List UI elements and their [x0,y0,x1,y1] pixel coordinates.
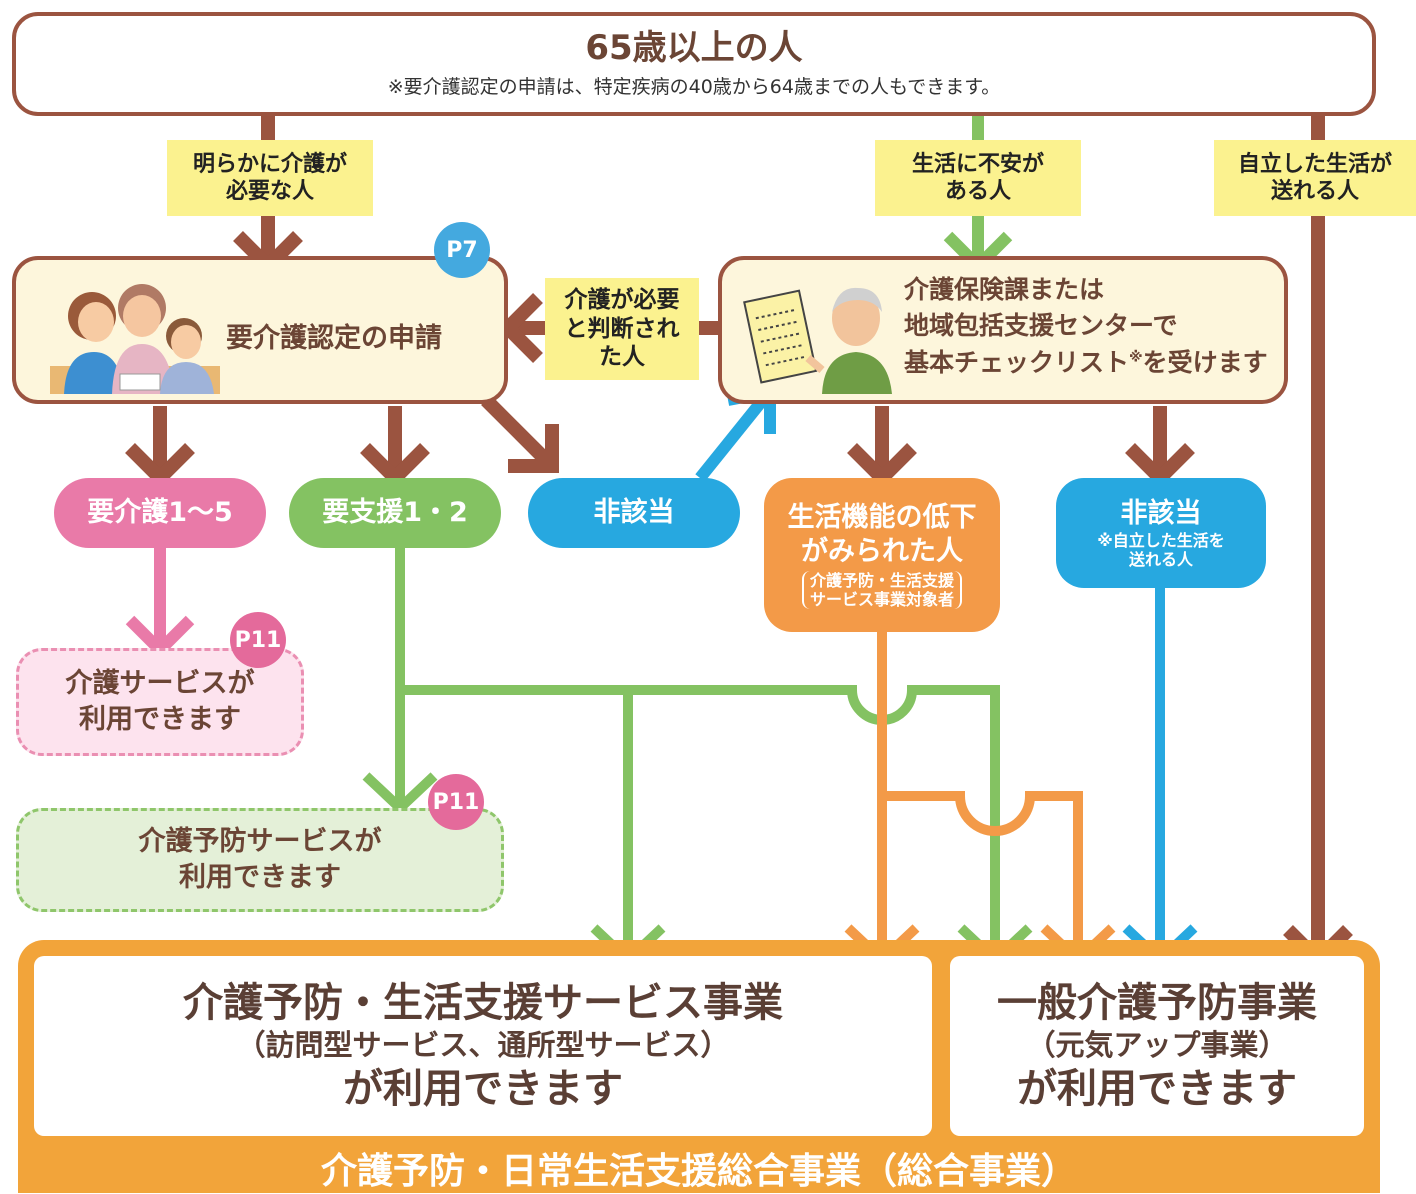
label-anxious-about-life: 生活に不安が ある人 [875,140,1081,216]
prevention-service-box: 介護予防サービスが 利用できます [16,808,504,912]
page-ref-badge-p11-care[interactable]: P11 [230,612,286,668]
target-group-title: 65歳以上の人 [585,27,803,68]
consultation-box: 介護保険課または 地域包括支援センターで 基本チェックリスト※を受けます [718,256,1288,404]
target-group-note: ※要介護認定の申請は、特定疾病の40歳から64歳までの人もできます。 [387,76,1001,99]
consultation-text: 介護保険課または 地域包括支援センターで 基本チェックリスト※を受けます [904,275,1268,377]
outcome-support-level-1-2: 要支援1・2 [289,478,501,548]
target-group-box: 65歳以上の人 ※要介護認定の申請は、特定疾病の40歳から64歳までの人もできま… [12,12,1376,116]
checklist-person-illustration [743,287,892,394]
lifestyle-support-service-box: 介護予防・生活支援サービス事業 （訪問型サービス、通所型サービス） が利用できま… [34,956,932,1136]
page-ref-badge-p7[interactable]: P7 [434,222,490,278]
general-prevention-box: 一般介護予防事業 （元気アップ事業） が利用できます [950,956,1364,1136]
outcome-not-applicable: 非該当 [528,478,740,548]
label-independent: 自立した生活が 送れる人 [1214,140,1416,216]
label-judged-needs-care: 介護が必要 と判断され た人 [545,278,699,380]
application-box: 要介護認定の申請 [12,256,508,404]
application-label: 要介護認定の申請 [226,323,442,354]
outcome-care-level-1-5: 要介護1〜5 [54,478,266,548]
outcome-function-decline: 生活機能の低下 がみられた人 介護予防・生活支援 サービス事業対象者 [764,478,1000,632]
page-ref-badge-p11-prevention[interactable]: P11 [428,774,484,830]
label-clearly-needs-care: 明らかに介護が 必要な人 [167,140,373,216]
family-illustration [50,284,220,394]
outcome-not-applicable-independent: 非該当 ※自立した生活を 送れる人 [1056,478,1266,588]
comprehensive-program-title: 介護予防・日常生活支援総合事業（総合事業） [320,1150,1077,1192]
